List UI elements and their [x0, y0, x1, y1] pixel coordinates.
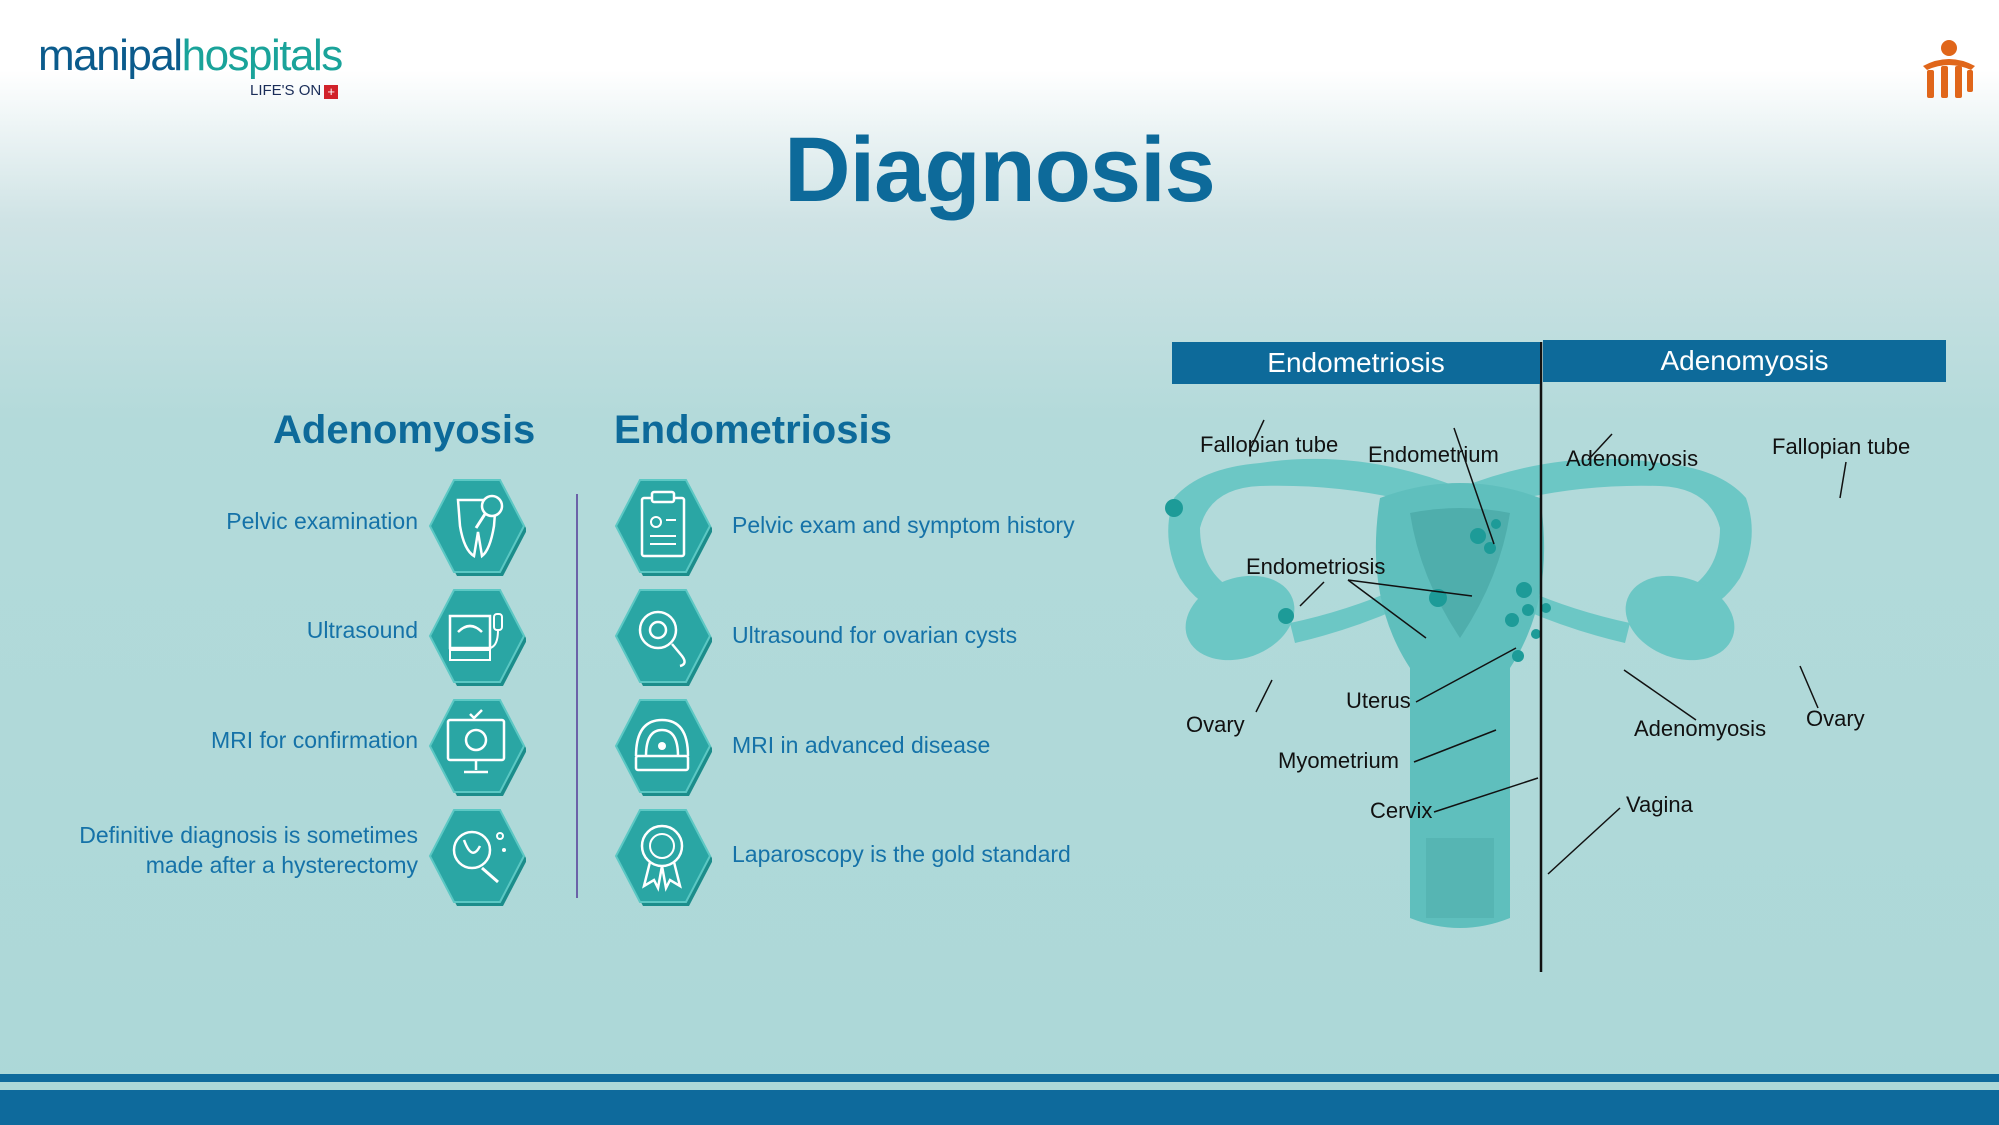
manipal-logo: manipalhospitals LIFE'S ON+	[38, 30, 343, 99]
myometrium-label: Myometrium	[1278, 748, 1400, 773]
red-cross-icon: +	[324, 85, 339, 99]
vagina-label: Vagina	[1626, 792, 1693, 817]
fallopian-tube-left-label: Fallopian tube	[1200, 432, 1339, 457]
ultrasound-machine-icon	[428, 589, 526, 686]
fallopian-tube-right-label: Fallopian tube	[1772, 434, 1911, 459]
mri-monitor-icon	[428, 699, 526, 796]
footer-bar	[0, 1090, 1999, 1125]
logo-wordmark: manipalhospitals	[38, 31, 343, 80]
page-title: Diagnosis	[784, 119, 1216, 221]
ovary-left-label: Ovary	[1186, 712, 1245, 737]
endometrium-label: Endometrium	[1368, 442, 1499, 467]
mri-scanner-icon	[614, 699, 712, 796]
list-item: Laparoscopy is the gold standard	[732, 841, 1071, 867]
ovary-right-label: Ovary	[1806, 706, 1865, 731]
adenomyosis-header: Adenomyosis	[1543, 340, 1946, 382]
cervix-label: Cervix	[1370, 798, 1433, 823]
list-item: MRI in advanced disease	[732, 732, 991, 758]
manipal-mark-icon	[1923, 40, 1975, 98]
adenomyosis-top-label: Adenomyosis	[1566, 446, 1699, 471]
endometriosis-label: Endometriosis	[1246, 554, 1386, 579]
uterus-label: Uterus	[1346, 688, 1411, 713]
adenomyosis-heading: Adenomyosis	[273, 408, 536, 452]
clipboard-icon	[614, 479, 712, 576]
list-item: Pelvic exam and symptom history	[732, 512, 1075, 538]
endometriosis-header: Endometriosis	[1172, 342, 1540, 384]
ultrasound-probe-icon	[614, 589, 712, 686]
list-item: Pelvic examination	[226, 508, 418, 534]
list-item: Ultrasound for ovarian cysts	[732, 622, 1018, 648]
list-item: Ultrasound	[306, 617, 418, 643]
uterus-illustration	[1165, 342, 1847, 972]
logo-tagline: LIFE'S ON+	[250, 82, 339, 99]
pelvis-magnifier-icon	[428, 479, 526, 576]
footer-stripe	[0, 1074, 1999, 1082]
uterus-diagram: Endometriosis Adenomyosis Fallopian tube…	[1160, 338, 1960, 978]
award-badge-icon	[614, 809, 712, 906]
column-divider	[576, 494, 578, 898]
hysterectomy-icon	[428, 809, 526, 906]
endometriosis-heading: Endometriosis	[614, 408, 892, 452]
list-item: MRI for confirmation	[210, 727, 418, 753]
adenomyosis-mid-label: Adenomyosis	[1634, 716, 1767, 741]
